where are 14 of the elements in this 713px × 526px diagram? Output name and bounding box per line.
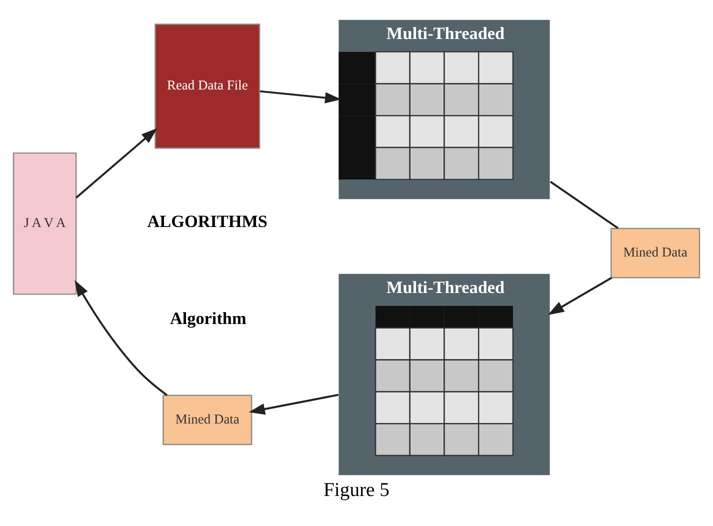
caption: Figure 5 — [324, 479, 390, 500]
node-box: Mined Data — [162, 394, 252, 445]
node-box: Multi-Threaded — [338, 273, 550, 475]
arrow — [248, 393, 339, 414]
label: ALGORITHMS — [147, 211, 268, 230]
arrow — [74, 280, 168, 396]
arrow — [76, 128, 158, 198]
label: Algorithm — [170, 308, 246, 328]
node-box: Read Data File — [154, 23, 260, 148]
node-box: Mined Data — [610, 227, 700, 278]
connector — [550, 180, 619, 229]
node-box: J A V A — [12, 152, 77, 294]
arrow — [548, 276, 612, 314]
arrow — [260, 90, 342, 103]
